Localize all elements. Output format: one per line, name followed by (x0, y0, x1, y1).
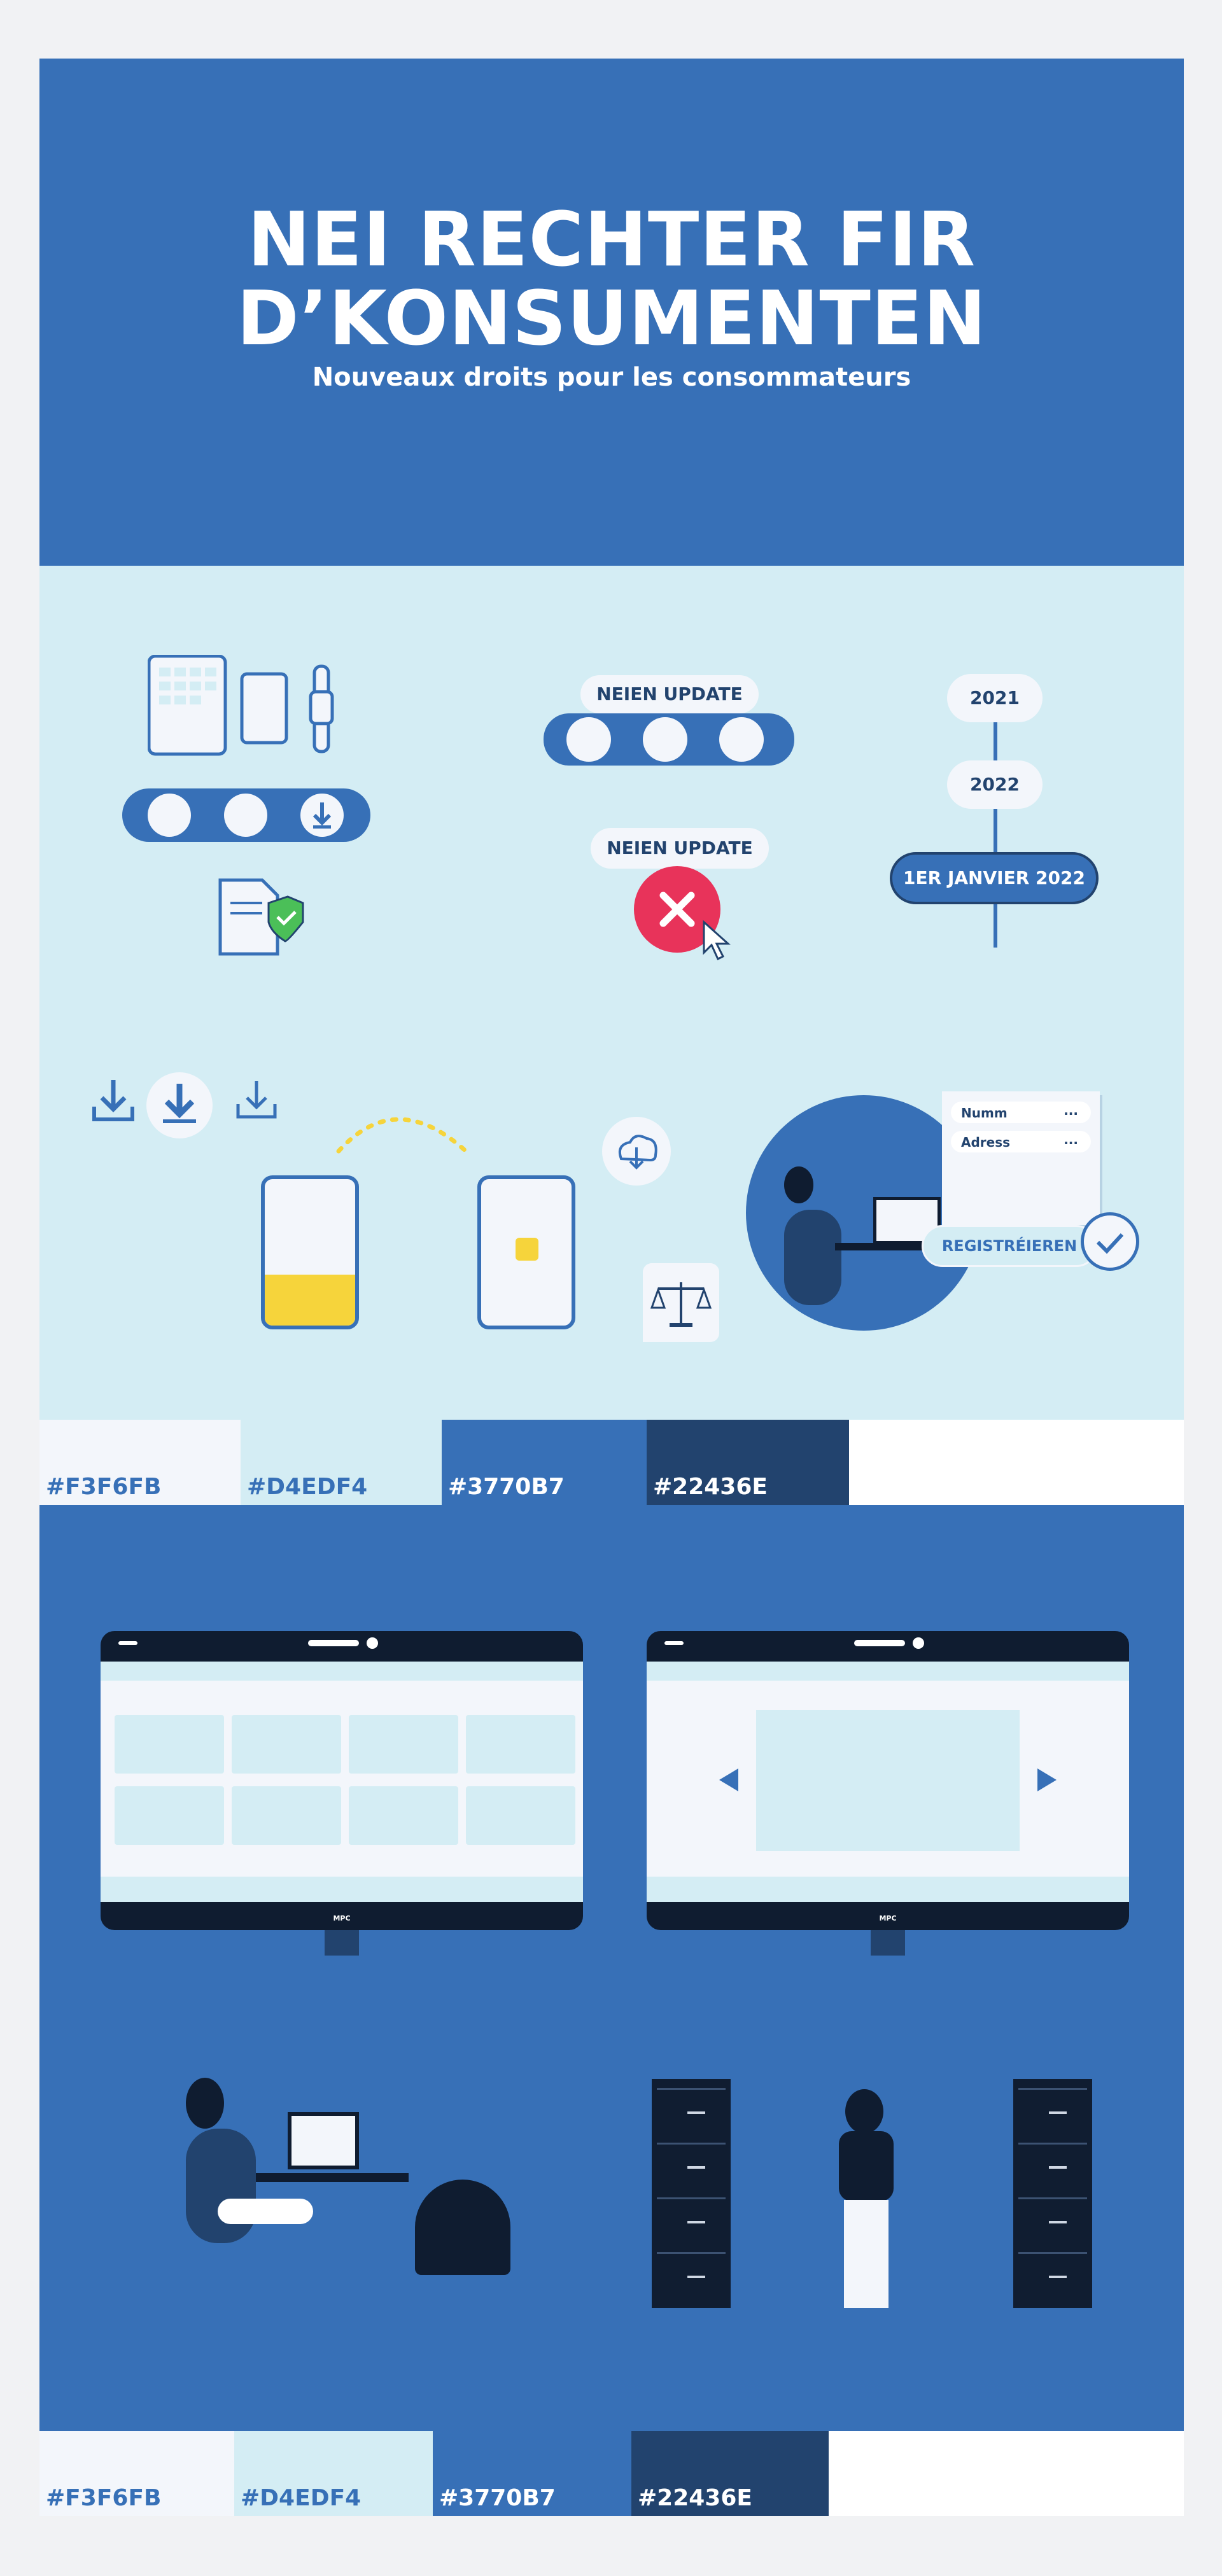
swatch-navy: #22436E (631, 2431, 829, 2516)
monitor-left: MPC (101, 1631, 583, 1930)
document-shield-icon (218, 878, 304, 956)
app-tile[interactable] (115, 1715, 224, 1774)
browser-bar (647, 1662, 1129, 1681)
page-subtitle: Nouveaux droits pour les consommateurs (312, 363, 911, 392)
monitor-stand (871, 1930, 905, 1956)
app-tile[interactable] (466, 1786, 575, 1845)
monitor-brand: MPC (879, 1914, 897, 1922)
hero-banner: NEI RECHTER FIR D’KONSUMENTEN Nouveaux d… (39, 59, 1184, 566)
camera-icon (913, 1637, 924, 1649)
swatch-blue: #3770B7 (433, 2431, 631, 2516)
filing-cabinet-right (1013, 2079, 1092, 2308)
cloud-download-icon (224, 794, 267, 837)
swatch-white (829, 2431, 1184, 2516)
app-tile[interactable] (232, 1786, 341, 1845)
scales-icon (643, 1263, 719, 1342)
man-body (839, 2131, 894, 2201)
refresh-icon (148, 794, 191, 837)
monitor-right: MPC (647, 1631, 1129, 1930)
download-icon (300, 794, 344, 837)
monitor-left-screen (101, 1662, 583, 1902)
register-button[interactable]: REGISTRÉIEREN (922, 1225, 1097, 1267)
update-label-1: NEIEN UPDATE (580, 675, 759, 713)
timeline-item-2022: 2022 (947, 760, 1043, 809)
devices-icon (148, 655, 334, 756)
page-title: NEI RECHTER FIR D’KONSUMENTEN (39, 200, 1184, 358)
swatch-white (849, 1420, 1184, 1505)
app-tile[interactable] (349, 1715, 458, 1774)
window-dots-icon (664, 1641, 684, 1645)
address-field[interactable]: Adress ... (951, 1131, 1091, 1152)
cloud-download-icon (643, 717, 687, 762)
update-label-2: NEIEN UPDATE (591, 828, 769, 869)
update-actions-bar-center (544, 713, 794, 766)
window-dots-icon (118, 1641, 137, 1645)
filing-cabinet-left (652, 2079, 731, 2308)
phone-downloading (261, 1175, 359, 1329)
browser-bar (101, 1662, 583, 1681)
arrow-left-icon[interactable] (719, 1768, 738, 1791)
swatch-pale-blue: #D4EDF4 (241, 1420, 442, 1505)
download-progress-fill (265, 1275, 355, 1326)
swatch-blue: #3770B7 (442, 1420, 647, 1505)
update-actions-bar (122, 788, 370, 842)
download-icon (92, 1080, 134, 1121)
monitor-icon (288, 2112, 359, 2169)
name-field[interactable]: Numm ... (951, 1102, 1091, 1123)
app-tile[interactable] (349, 1786, 458, 1845)
swatch-light: #F3F6FB (39, 1420, 241, 1505)
cloud-download-icon (602, 1117, 671, 1186)
app-tile[interactable] (232, 1715, 341, 1774)
woman-at-desk-illustration (148, 2052, 568, 2332)
monitor-brand: MPC (333, 1914, 351, 1922)
carousel-slide (756, 1710, 1020, 1851)
app-tile[interactable] (466, 1715, 575, 1774)
download-icon (236, 1081, 277, 1119)
swatch-navy: #22436E (647, 1420, 849, 1505)
phone-installed (477, 1175, 575, 1329)
man-head (845, 2089, 883, 2134)
illustration-panel: NEIEN UPDATE NEIEN UPDATE 2021 2022 1ER … (39, 566, 1184, 1420)
app-icon (516, 1238, 538, 1261)
arrow-right-icon[interactable] (1037, 1768, 1057, 1791)
cursor-icon (703, 920, 731, 961)
man-legs (844, 2200, 888, 2308)
timeline-line (994, 718, 997, 948)
swatch-light: #F3F6FB (39, 2431, 234, 2516)
screens-panel: MPC MPC (39, 1505, 1184, 2431)
check-icon (1081, 1212, 1139, 1271)
monitor-stand (325, 1930, 359, 1956)
refresh-icon (566, 717, 611, 762)
plant-icon (415, 2180, 510, 2275)
timeline-item-jan-2022: 1ER JANVIER 2022 (890, 852, 1099, 904)
download-icon (146, 1072, 213, 1138)
swatch-pale-blue: #D4EDF4 (234, 2431, 433, 2516)
download-icon (719, 717, 764, 762)
app-tile[interactable] (115, 1786, 224, 1845)
camera-icon (367, 1637, 378, 1649)
title-line-2: D’KONSUMENTEN (236, 274, 987, 362)
timeline-item-2021: 2021 (947, 674, 1043, 722)
registration-form: Numm ... Adress ... (942, 1091, 1100, 1225)
monitor-right-screen (647, 1662, 1129, 1902)
title-line-1: NEI RECHTER FIR (247, 195, 976, 283)
